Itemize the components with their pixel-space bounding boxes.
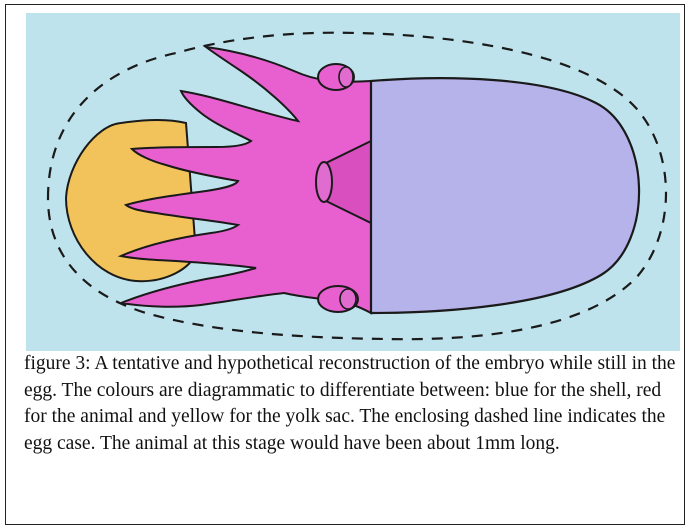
shell xyxy=(371,78,639,313)
figure-caption: figure 3: A tentative and hypothetical r… xyxy=(24,351,686,457)
figure-frame: figure 3: A tentative and hypothetical r… xyxy=(5,4,685,525)
upper-eye-pupil xyxy=(339,67,353,87)
funnel-opening xyxy=(316,162,332,202)
embryo-illustration xyxy=(26,13,680,351)
lower-eye-pupil xyxy=(340,289,356,309)
embryo-svg xyxy=(26,13,680,351)
